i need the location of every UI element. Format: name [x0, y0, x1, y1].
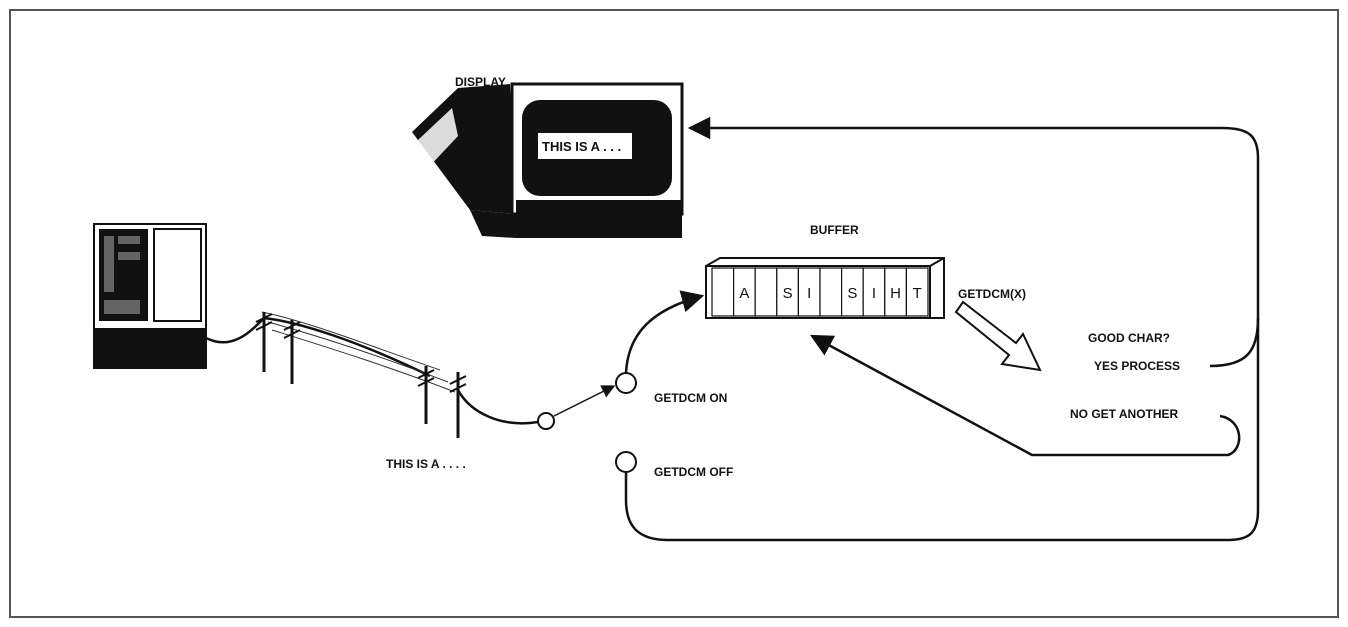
switch-arm — [553, 385, 616, 417]
no-to-buffer-arrow — [810, 334, 1241, 457]
getdcm-off-terminal — [615, 451, 637, 473]
display-screen-text: THIS IS A . . . — [542, 139, 621, 154]
display-label: DISPLAY — [455, 75, 506, 89]
good-char-label: GOOD CHAR? — [1088, 331, 1170, 345]
buffer-label: BUFFER — [810, 223, 859, 237]
telephone-pole-icon — [417, 366, 467, 438]
buffer-cell — [819, 267, 843, 317]
getdcm-off-label: GETDCM OFF — [654, 465, 733, 479]
computer-terminal-icon — [93, 223, 207, 369]
line-text-label: THIS IS A . . . . — [386, 457, 466, 471]
buffer-cell — [754, 267, 778, 317]
switch-input-terminal — [537, 412, 555, 430]
buffer-cell-char: S — [847, 285, 857, 302]
buffer-cell — [905, 267, 929, 317]
telephone-pole-icon — [255, 312, 301, 384]
yes-process-label: YES PROCESS — [1094, 359, 1180, 373]
getdcm-x-arrow — [954, 300, 1042, 372]
buffer-cell-char: H — [890, 285, 901, 302]
phone-line — [205, 316, 431, 378]
display-monitor-icon — [412, 82, 684, 238]
getdcm-on-terminal — [615, 372, 637, 394]
no-get-another-label: NO GET ANOTHER — [1070, 407, 1179, 421]
buffer-cell-char: A — [739, 285, 749, 302]
on-to-buffer-arrow — [624, 290, 705, 374]
buffer-cell-char: T — [913, 285, 922, 302]
buffer-cell-char: I — [872, 285, 876, 302]
getdcm-on-label: GETDCM ON — [654, 391, 727, 405]
getdcm-x-label: GETDCM(X) — [958, 287, 1026, 301]
buffer-cell-char: S — [783, 285, 793, 302]
line-to-switch — [456, 389, 539, 425]
getdcm-off-loop — [624, 318, 1260, 542]
buffer-cell — [711, 267, 735, 317]
buffer-cell-char: I — [807, 285, 811, 302]
